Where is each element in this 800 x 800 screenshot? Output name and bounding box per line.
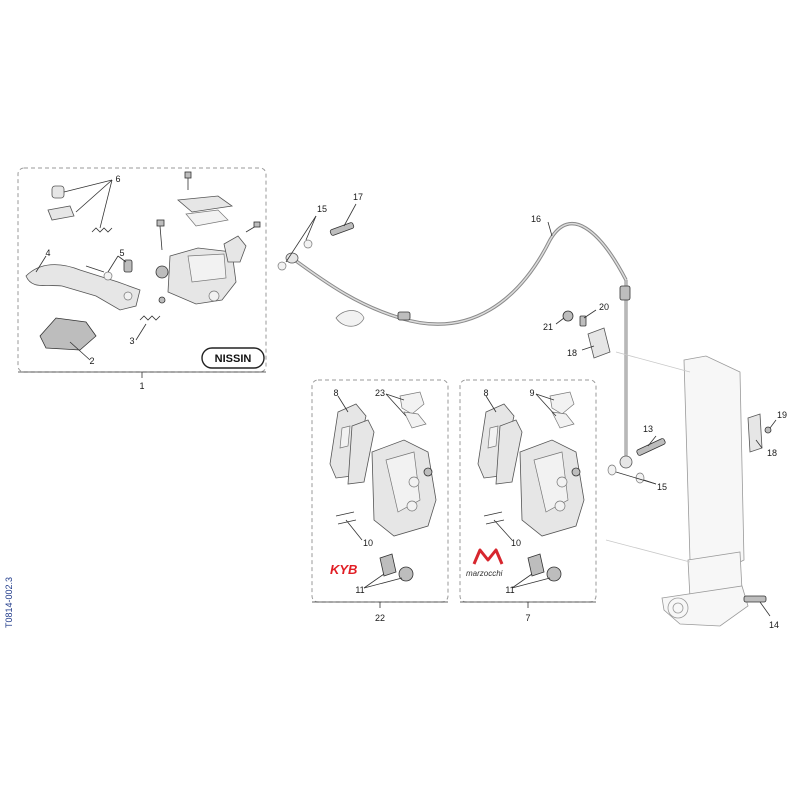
banjo-bolt-lower bbox=[607, 435, 666, 485]
hose-clip bbox=[335, 310, 365, 327]
callout-2: 2 bbox=[89, 356, 94, 366]
clamp-bolt-head bbox=[253, 221, 261, 228]
banjo-bolt-upper bbox=[277, 203, 357, 271]
brake-lever bbox=[25, 264, 141, 311]
callout-5: 5 bbox=[119, 248, 124, 258]
callout-15-lower: 15 bbox=[657, 482, 667, 492]
callout-9: 9 bbox=[529, 388, 534, 398]
cap-diaphragm bbox=[185, 209, 229, 227]
callout-23: 23 bbox=[375, 388, 385, 398]
fork-leg bbox=[605, 351, 777, 627]
marzocchi-logo: marzocchi bbox=[466, 548, 504, 578]
callout-3: 3 bbox=[129, 336, 134, 346]
callout-21: 21 bbox=[543, 322, 553, 332]
reservoir-cap bbox=[177, 195, 234, 213]
group-1-frame bbox=[17, 167, 267, 373]
lever-adjuster bbox=[123, 259, 133, 273]
callout-labels: 1 2 3 4 5 6 7 8 8 9 10 10 11 11 13 14 15… bbox=[45, 174, 787, 630]
callout-17: 17 bbox=[353, 192, 363, 202]
marzocchi-caliper-group: marzocchi bbox=[459, 379, 597, 608]
callout-18-fork: 18 bbox=[767, 448, 777, 458]
kyb-caliper-group: KYB bbox=[311, 379, 449, 608]
callout-11-kyb: 11 bbox=[355, 585, 364, 595]
piston-boot bbox=[51, 185, 65, 199]
piston-spring bbox=[91, 227, 113, 233]
nissin-label: NISSIN bbox=[215, 353, 252, 365]
return-spring bbox=[139, 315, 161, 321]
lever-cover bbox=[39, 317, 97, 351]
callout-1: 1 bbox=[139, 381, 144, 391]
callout-19: 19 bbox=[777, 410, 787, 420]
callout-4: 4 bbox=[45, 248, 50, 258]
piston bbox=[47, 205, 75, 221]
callout-18-guide: 18 bbox=[567, 348, 577, 358]
callout-15-upper: 15 bbox=[317, 204, 327, 214]
group-1-bracket bbox=[18, 371, 266, 378]
reservoir-screw bbox=[184, 171, 192, 190]
callout-22: 22 bbox=[375, 613, 385, 623]
callout-20: 20 bbox=[599, 302, 609, 312]
callout-11-marzocchi: 11 bbox=[505, 585, 514, 595]
pivot-bolt bbox=[159, 225, 163, 251]
master-cylinder-group: NISSIN bbox=[17, 167, 267, 378]
callout-16: 16 bbox=[531, 214, 541, 224]
callout-8-kyb: 8 bbox=[333, 388, 338, 398]
callout-10-marzocchi: 10 bbox=[511, 538, 521, 548]
callout-14: 14 bbox=[769, 620, 779, 630]
callout-10-kyb: 10 bbox=[363, 538, 373, 548]
group-1-leaders bbox=[35, 179, 147, 361]
callout-6: 6 bbox=[115, 174, 120, 184]
callout-7: 7 bbox=[525, 613, 530, 623]
kyb-logo: KYB bbox=[330, 562, 357, 577]
hose-guide bbox=[555, 309, 611, 359]
master-cylinder-body bbox=[155, 247, 237, 305]
nissin-logo: NISSIN bbox=[201, 347, 265, 369]
marzocchi-label: marzocchi bbox=[466, 569, 503, 578]
handlebar-clamp bbox=[223, 235, 247, 263]
callout-8-marzocchi: 8 bbox=[483, 388, 488, 398]
document-id: T0814-002.3 bbox=[4, 576, 14, 628]
callout-13: 13 bbox=[643, 424, 653, 434]
hose-leader bbox=[547, 221, 553, 237]
